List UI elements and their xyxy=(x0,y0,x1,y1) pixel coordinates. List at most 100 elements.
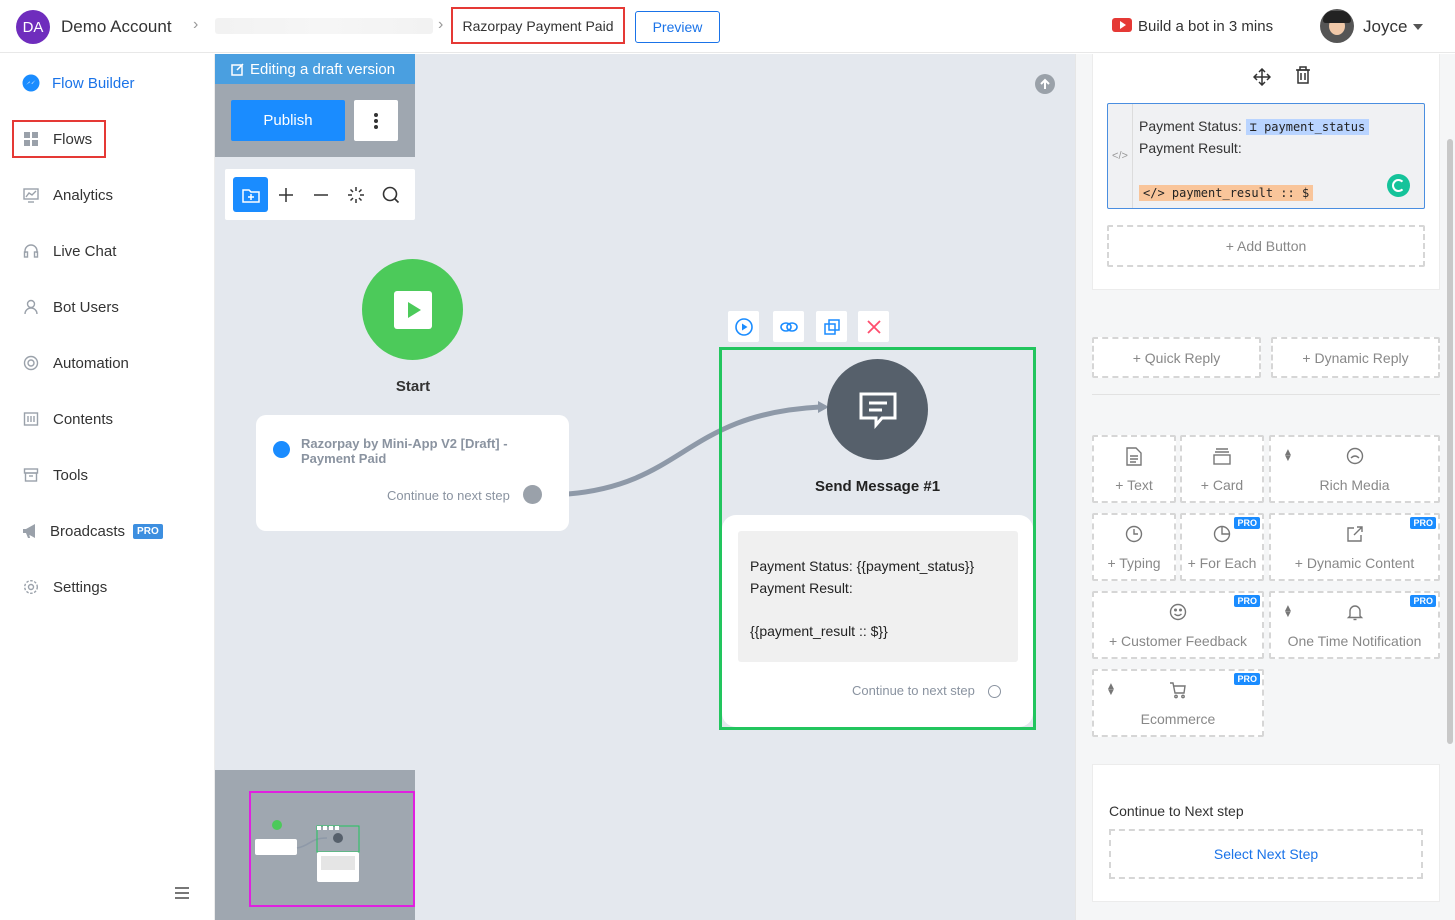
minimap[interactable] xyxy=(215,770,415,920)
message-output-handle[interactable] xyxy=(988,685,1001,698)
hamburger-icon[interactable] xyxy=(175,886,189,899)
pro-badge: PRO xyxy=(133,524,163,540)
variable-chip-label: payment_status xyxy=(1264,120,1366,134)
sidebar-item-bot-users[interactable]: Bot Users xyxy=(0,287,215,327)
message-body[interactable]: Payment Status: {{payment_status}} Payme… xyxy=(738,531,1018,662)
sidebar-item-label: Flows xyxy=(53,130,93,148)
text-block-card: </> Payment Status: ⌶ payment_status Pay… xyxy=(1092,54,1440,290)
clock-icon xyxy=(1094,525,1174,545)
sidebar-item-label: Tools xyxy=(53,466,89,484)
account-name[interactable]: Demo Account xyxy=(61,17,172,36)
message-body-line: Payment Status: {{payment_status}} xyxy=(750,558,975,574)
edit-icon xyxy=(231,63,244,76)
user-name[interactable]: Joyce xyxy=(1363,17,1408,36)
more-options-button[interactable] xyxy=(354,100,398,141)
message-node-card[interactable]: Payment Status: {{payment_status}} Payme… xyxy=(722,515,1033,727)
tile-label: + Typing xyxy=(1107,555,1161,571)
editor-content[interactable]: Payment Status: ⌶ payment_status Payment… xyxy=(1139,115,1370,203)
sidebar-item-live-chat[interactable]: Live Chat xyxy=(0,231,215,271)
build-bot-link[interactable]: Build a bot in 3 mins xyxy=(1138,18,1274,35)
trigger-output-handle[interactable] xyxy=(523,485,542,504)
add-folder-button[interactable] xyxy=(233,177,268,212)
sidebar-item-label: Bot Users xyxy=(53,298,119,316)
ecommerce-tile[interactable]: ▲▼ PRO Ecommerce xyxy=(1092,669,1264,737)
rich-media-tile[interactable]: ▲▼ Rich Media xyxy=(1269,435,1440,503)
tile-label: + Card xyxy=(1200,477,1244,493)
add-typing-tile[interactable]: + Typing xyxy=(1092,513,1176,581)
sidebar-item-label: Live Chat xyxy=(53,242,117,260)
plus-icon xyxy=(278,187,293,202)
add-for-each-tile[interactable]: PRO + For Each xyxy=(1180,513,1264,581)
tile-label: + For Each xyxy=(1187,555,1257,571)
publish-button[interactable]: Publish xyxy=(231,100,345,141)
variable-chip[interactable]: ⌶ payment_status xyxy=(1245,119,1370,135)
broadcasts-label: Broadcasts xyxy=(50,522,126,540)
user-icon xyxy=(22,298,40,316)
sidebar-item-settings[interactable]: Settings xyxy=(0,567,215,607)
zoom-in-button[interactable] xyxy=(268,177,303,212)
one-time-notification-tile[interactable]: ▲▼ PRO One Time Notification xyxy=(1269,591,1440,659)
caret-down-icon[interactable] xyxy=(1413,24,1423,30)
sidebar-item-flow-builder[interactable]: Flow Builder xyxy=(0,63,215,103)
zoom-out-button[interactable] xyxy=(303,177,338,212)
scroll-top-icon[interactable] xyxy=(1035,74,1055,94)
minus-icon xyxy=(313,193,328,196)
properties-panel: </> Payment Status: ⌶ payment_status Pay… xyxy=(1075,54,1455,920)
youtube-icon[interactable] xyxy=(1112,18,1132,32)
arrow-up-icon xyxy=(1040,78,1050,89)
minimap-viewport[interactable] xyxy=(249,791,415,907)
sidebar-item-label: Automation xyxy=(53,354,129,372)
start-label: Start xyxy=(395,378,431,395)
sidebar-item-contents[interactable]: Contents xyxy=(0,399,215,439)
auto-arrange-button[interactable] xyxy=(338,177,373,212)
trash-icon[interactable] xyxy=(1295,66,1311,84)
grid-icon xyxy=(22,130,40,148)
sidebar-item-analytics[interactable]: Analytics xyxy=(0,175,215,215)
card-icon xyxy=(1182,447,1262,467)
flow-canvas[interactable]: Editing a draft version Publish xyxy=(215,54,1075,920)
dynamic-reply-button[interactable]: + Dynamic Reply xyxy=(1271,337,1440,378)
add-text-tile[interactable]: + Text xyxy=(1092,435,1176,503)
sidebar-item-broadcasts[interactable]: Broadcasts PRO xyxy=(0,511,215,551)
message-icon xyxy=(859,392,896,429)
panel-scrollbar[interactable] xyxy=(1447,139,1453,744)
sidebar-item-automation[interactable]: Automation xyxy=(0,343,215,383)
folder-plus-icon xyxy=(241,188,260,203)
trigger-card[interactable]: Razorpay by Mini-App V2 [Draft] - Paymen… xyxy=(256,415,569,531)
preview-button[interactable]: Preview xyxy=(635,11,720,43)
move-icon[interactable] xyxy=(1252,67,1272,87)
editor-line: Payment Status: xyxy=(1139,118,1242,134)
search-button[interactable] xyxy=(373,177,408,212)
variable-chip[interactable]: </> payment_result :: $ xyxy=(1139,185,1314,201)
link-node-button[interactable] xyxy=(773,311,804,342)
add-button-button[interactable]: + Add Button xyxy=(1107,225,1425,267)
account-avatar[interactable]: DA xyxy=(16,10,50,44)
top-bar: DA Demo Account › › Razorpay Payment Pai… xyxy=(0,0,1455,53)
tile-label: + Customer Feedback xyxy=(1108,633,1248,649)
send-message-node[interactable]: Send Message #1 Payment Status: {{paymen… xyxy=(719,347,1036,730)
user-avatar[interactable] xyxy=(1320,9,1354,43)
grammarly-icon[interactable] xyxy=(1387,174,1410,197)
sidebar-item-flows[interactable]: Flows xyxy=(0,119,215,159)
message-text-editor[interactable]: </> Payment Status: ⌶ payment_status Pay… xyxy=(1107,103,1425,209)
add-card-tile[interactable]: + Card xyxy=(1180,435,1264,503)
sidebar-item-label: Contents xyxy=(53,410,114,428)
sidebar-item-tools[interactable]: Tools xyxy=(0,455,215,495)
select-next-step-button[interactable]: Select Next Step xyxy=(1109,829,1423,879)
add-customer-feedback-tile[interactable]: PRO + Customer Feedback xyxy=(1092,591,1264,659)
tile-label: One Time Notification xyxy=(1287,633,1422,649)
start-node[interactable] xyxy=(362,259,463,360)
flow-title[interactable]: Razorpay Payment Paid xyxy=(451,7,625,44)
add-dynamic-content-tile[interactable]: PRO + Dynamic Content xyxy=(1269,513,1440,581)
message-continue-label: Continue to next step xyxy=(852,683,975,698)
messenger-icon xyxy=(22,74,40,92)
smile-icon xyxy=(1094,603,1262,623)
chart-icon xyxy=(22,186,40,204)
quick-reply-button[interactable]: + Quick Reply xyxy=(1092,337,1261,378)
duplicate-node-button[interactable] xyxy=(816,311,847,342)
breadcrumb-blurred xyxy=(215,18,433,34)
delete-node-button[interactable] xyxy=(858,311,889,342)
search-icon xyxy=(382,186,399,203)
preview-node-button[interactable] xyxy=(728,311,759,342)
flows-highlight xyxy=(12,120,106,158)
